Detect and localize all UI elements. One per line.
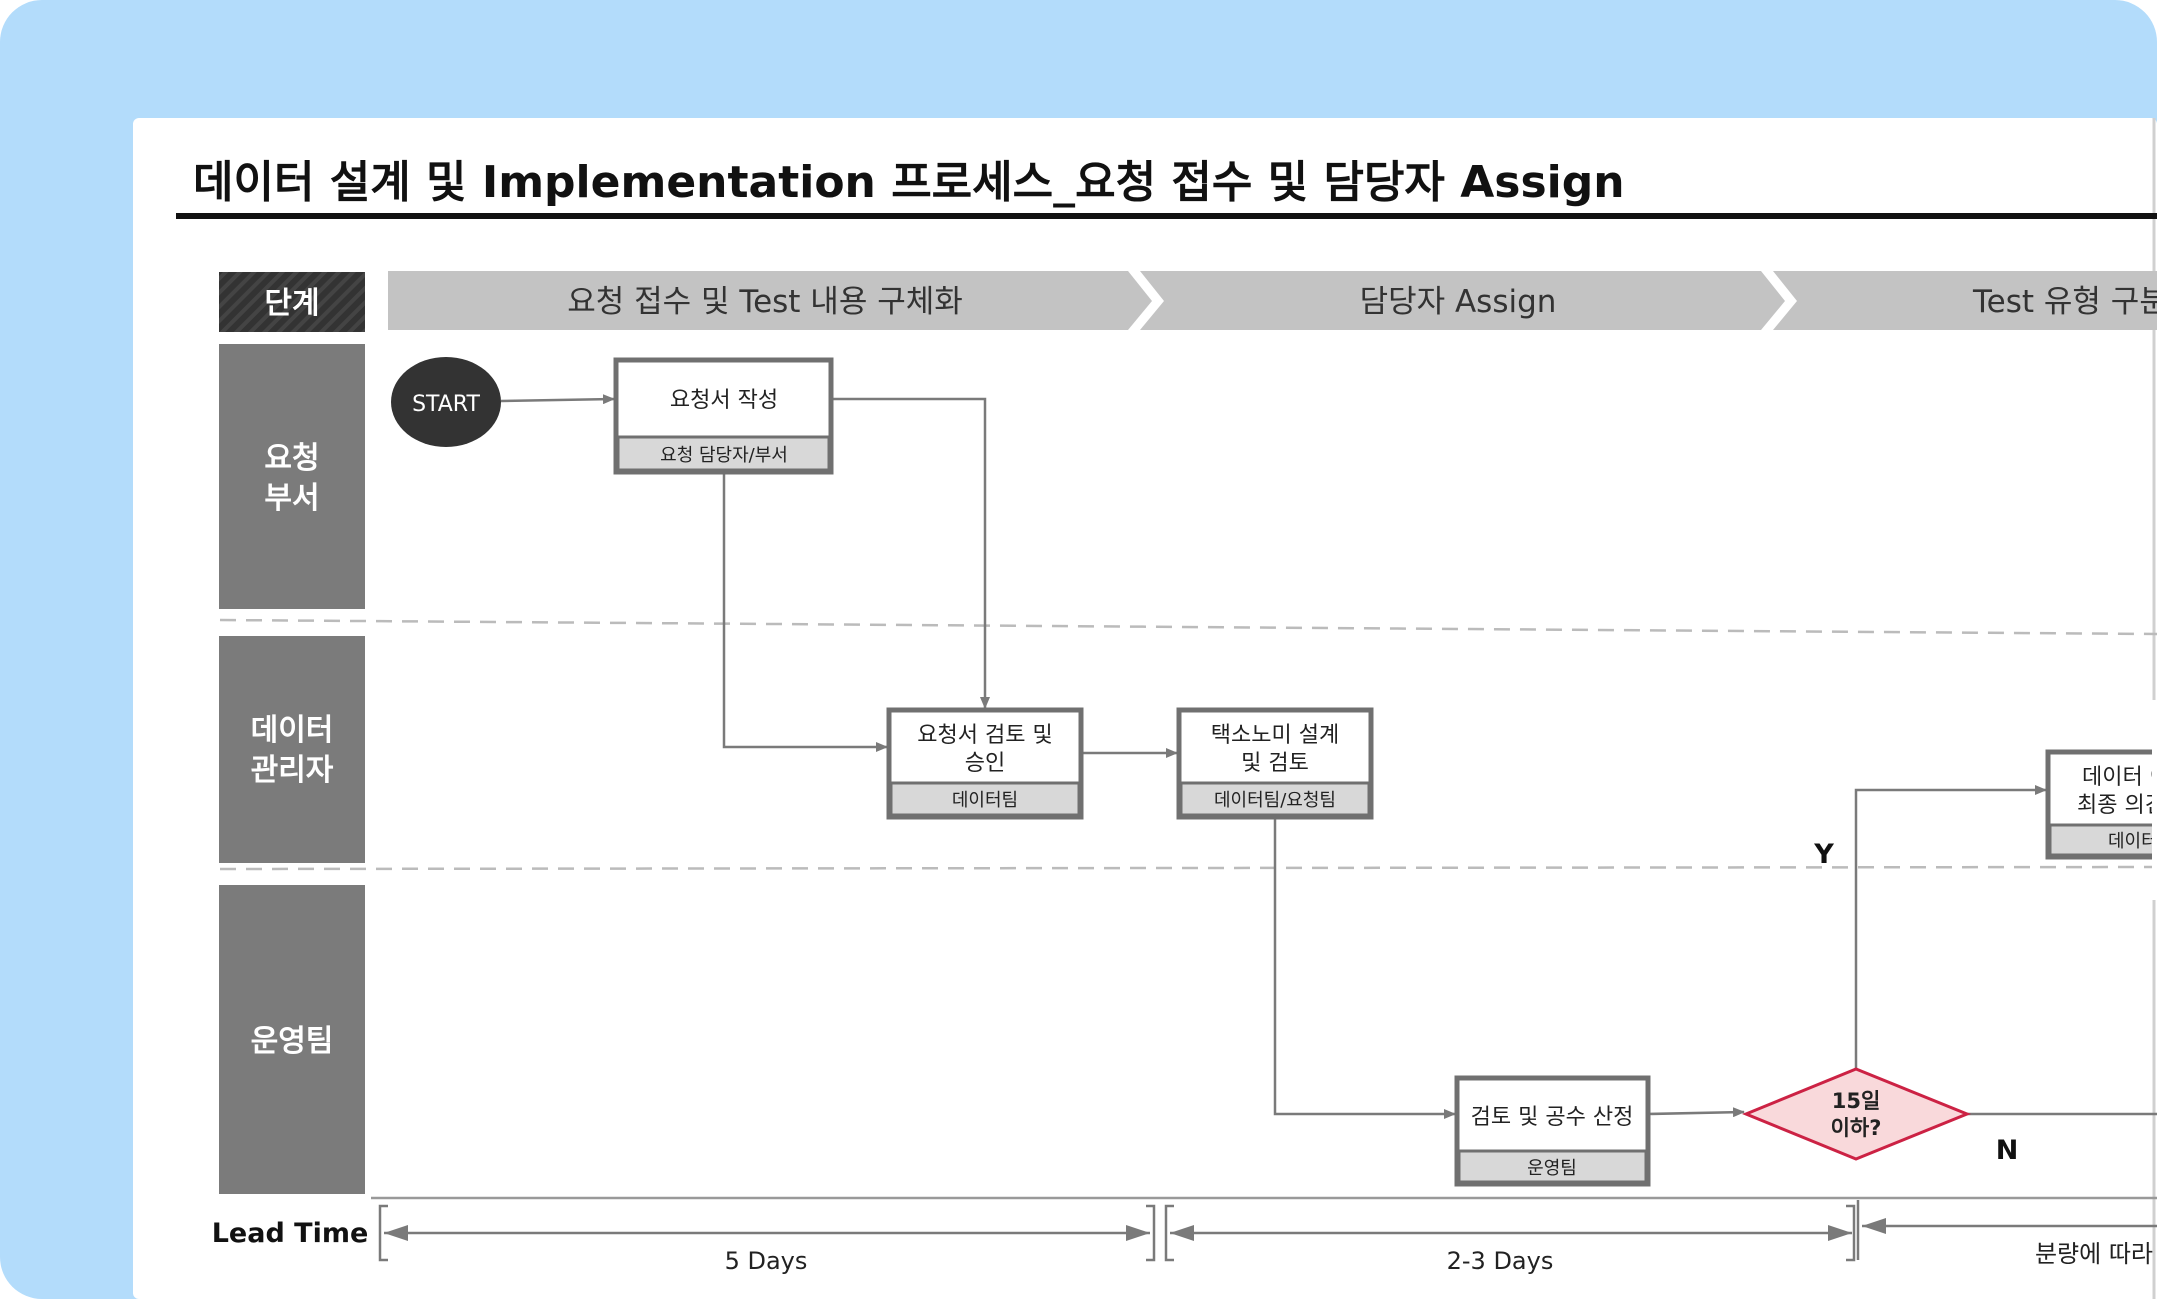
lane-divider [219,618,2157,636]
svg-text:및 검토: 및 검토 [1241,751,1309,776]
phase-1 [388,271,1152,330]
stage-header [219,272,365,332]
connectors [500,394,2157,1119]
svg-text:요청 담당자/부서: 요청 담당자/부서 [660,445,788,466]
process-box-review-approve: 요청서 검토 및 승인 데이터팀 [886,707,1084,820]
svg-text:요청서 검토 및: 요청서 검토 및 [917,723,1052,748]
svg-text:Test 유형 구분: Test 유형 구분 [1972,284,2157,320]
page-title: 데이터 설계 및 Implementation 프로세스_요청 접수 및 담당자… [193,157,1625,208]
process-box-write-request: 요청서 작성 요청 담당자/부서 [613,357,834,475]
lane-divider [219,865,2157,871]
process-box-final-opinion: 데이터 이 최종 의견 데이터 [2045,749,2157,860]
svg-text:부서: 부서 [264,481,319,516]
svg-text:단계: 단계 [264,286,319,321]
lead-time-segment: 5 Days [725,1247,808,1275]
svg-text:START: START [412,392,480,417]
svg-text:택소노미 설계: 택소노미 설계 [1211,723,1339,748]
svg-text:요청서 작성: 요청서 작성 [670,388,778,413]
svg-text:요청: 요청 [264,441,319,476]
decision-15-days: 15일 이하? [1742,1067,1971,1161]
lane-operations [219,885,365,1194]
svg-text:데이터팀/요청팀: 데이터팀/요청팀 [1214,790,1336,811]
svg-text:운영팀: 운영팀 [1527,1158,1577,1179]
svg-text:데이터팀: 데이터팀 [952,790,1018,811]
process-box-taxonomy: 택소노미 설계 및 검토 데이터팀/요청팀 [1176,707,1374,820]
lead-time-segment: 2-3 Days [1447,1247,1554,1275]
svg-text:데이터 이: 데이터 이 [2082,765,2157,790]
svg-text:검토 및 공수 산정: 검토 및 공수 산정 [1471,1105,1634,1130]
phase-bar: 요청 접수 및 Test 내용 구체화 담당자 Assign Test 유형 구… [388,271,2157,330]
svg-text:데이터: 데이터 [251,713,334,748]
no-label: N [1996,1135,2019,1166]
lane-data-manager [219,636,365,863]
lead-time-label: Lead Time [212,1218,369,1249]
process-box-effort-estimate: 검토 및 공수 산정 운영팀 [1454,1075,1651,1187]
lead-time-segment: 분량에 따라 [2035,1240,2153,1268]
phase-2 [1140,271,1785,330]
lead-time-brackets [378,1200,2157,1262]
svg-text:승인: 승인 [965,751,1005,776]
svg-text:15일: 15일 [1832,1089,1881,1113]
svg-text:요청 접수 및 Test 내용 구체화: 요청 접수 및 Test 내용 구체화 [567,284,963,320]
start-node [391,357,501,447]
yes-label: Y [1813,839,1834,870]
phase-3 [1773,271,2157,330]
svg-text:최종 의견: 최종 의견 [2077,793,2157,818]
svg-text:담당자 Assign: 담당자 Assign [1360,284,1557,320]
lane-request-dept [219,344,365,609]
svg-text:이하?: 이하? [1831,1116,1882,1140]
title-underline [176,213,2157,219]
svg-text:데이터: 데이터 [2108,831,2157,852]
svg-text:운영팀: 운영팀 [251,1024,334,1059]
svg-text:관리자: 관리자 [251,753,334,788]
